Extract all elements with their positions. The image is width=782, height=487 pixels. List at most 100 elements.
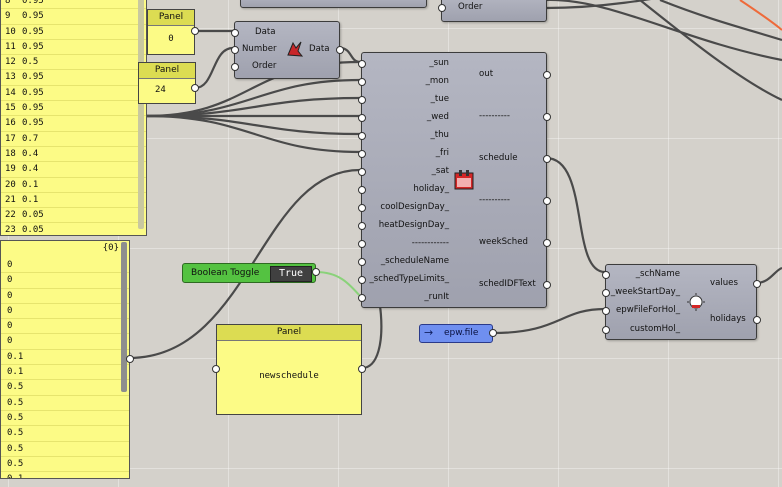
row-value: 0.05	[22, 225, 44, 236]
input-grip[interactable]	[358, 132, 366, 140]
boolean-toggle-value[interactable]: True	[270, 266, 312, 282]
input-grip[interactable]	[358, 96, 366, 104]
row-value: 0.95	[22, 26, 44, 37]
data-input-label: Data	[255, 27, 276, 37]
list-row: 0	[1, 289, 129, 304]
input-grip[interactable]	[358, 60, 366, 68]
row-value: 0.95	[22, 41, 44, 52]
input-grip[interactable]	[358, 258, 366, 266]
input-grip[interactable]	[358, 78, 366, 86]
component-icon	[285, 39, 305, 59]
boolean-toggle[interactable]: Boolean Toggle True	[182, 263, 316, 283]
output-label: ----------	[479, 195, 511, 205]
row-index: 14	[5, 87, 16, 98]
list-row: 0.1	[1, 365, 129, 381]
output-grip[interactable]	[543, 113, 551, 121]
row-value: 0.1	[22, 179, 39, 190]
input-grip[interactable]	[602, 289, 610, 298]
toggle-output-grip[interactable]	[312, 268, 320, 276]
output-label: ----------	[479, 111, 511, 121]
output-grip[interactable]	[753, 316, 761, 324]
top-left-partial-component[interactable]	[240, 0, 427, 8]
list-row: 0.5	[1, 426, 129, 442]
panel-zero[interactable]: Panel 0	[147, 9, 195, 55]
output-grip[interactable]	[543, 239, 551, 247]
list-bottom-output-grip[interactable]	[126, 355, 134, 363]
row-index: 16	[5, 118, 16, 129]
output-grip[interactable]	[543, 197, 551, 205]
input-grip[interactable]	[358, 204, 366, 212]
panel-value: 0	[168, 34, 174, 44]
list-row: 0	[1, 273, 129, 289]
output-grip[interactable]	[543, 71, 551, 79]
number-input-label: Number	[242, 44, 277, 54]
row-index: 20	[5, 179, 16, 190]
panel-zero-output-grip[interactable]	[191, 27, 199, 35]
order-input-grip[interactable]	[438, 4, 446, 12]
row-value: 0.7	[22, 133, 39, 144]
input-grip[interactable]	[602, 307, 610, 316]
input-grip[interactable]	[358, 276, 366, 284]
input-label: _fri	[435, 148, 449, 158]
list-row: 0	[1, 258, 129, 274]
panel-twenty-four[interactable]: Panel 24	[138, 62, 196, 104]
data-out-grip[interactable]	[336, 46, 344, 54]
input-grip[interactable]	[358, 186, 366, 194]
input-grip[interactable]	[358, 114, 366, 122]
input-label: epwFileForHol_	[616, 305, 680, 316]
output-label: schedule	[479, 153, 518, 163]
input-grip[interactable]	[602, 271, 610, 279]
list-bottom-scrollbar[interactable]	[121, 242, 127, 392]
output-grip[interactable]	[543, 281, 551, 289]
top-right-partial-component[interactable]: Order	[438, 0, 547, 22]
list-row: 0	[1, 334, 129, 350]
input-label: customHol_	[629, 323, 680, 334]
input-grip[interactable]	[358, 222, 366, 230]
input-grip[interactable]	[358, 240, 366, 248]
output-grip[interactable]	[753, 280, 761, 288]
row-index: 10	[5, 26, 16, 37]
row-index: 21	[5, 194, 16, 205]
row-index: 11	[5, 41, 16, 52]
row-index: 13	[5, 72, 16, 83]
input-grip[interactable]	[602, 325, 610, 334]
number-in-grip[interactable]	[231, 46, 239, 54]
panel-24-output-grip[interactable]	[191, 84, 199, 92]
input-label: _sun	[429, 58, 449, 68]
input-grip[interactable]	[358, 294, 366, 302]
input-label: _sat	[431, 166, 449, 176]
row-value: 0.95	[22, 118, 44, 129]
list-scrollbar[interactable]	[138, 0, 144, 229]
calendar-icon	[453, 169, 475, 191]
row-index: 23	[5, 225, 16, 236]
panel-title: Panel	[139, 63, 195, 79]
output-label: values	[710, 278, 738, 288]
row-value: 0.1	[22, 194, 39, 205]
order-in-grip[interactable]	[231, 63, 239, 71]
input-label: _runIt	[424, 292, 449, 302]
holiday-schedule-component[interactable]: _schName_weekStartDay_epwFileForHol_cust…	[602, 264, 761, 340]
epw-output-grip[interactable]	[489, 329, 497, 337]
panel-newschedule-output-grip[interactable]	[358, 365, 366, 373]
input-grip[interactable]	[358, 150, 366, 158]
sort-list-component[interactable]: Data Number Order Data	[231, 21, 344, 79]
row-index: 8	[5, 0, 11, 6]
panel-newschedule-input-grip[interactable]	[212, 365, 220, 373]
output-grip[interactable]	[543, 155, 551, 163]
input-label: holiday_	[413, 184, 449, 194]
panel-newschedule[interactable]: Panel newschedule	[216, 324, 362, 415]
input-grip[interactable]	[358, 168, 366, 176]
data-output-label: Data	[309, 44, 330, 54]
data-in-grip[interactable]	[231, 29, 239, 37]
row-value: 0.4	[22, 164, 39, 175]
list-row: 0.5	[1, 442, 129, 457]
epw-file-param[interactable]: → epw.file	[419, 324, 493, 343]
input-label: _tue	[430, 94, 449, 104]
